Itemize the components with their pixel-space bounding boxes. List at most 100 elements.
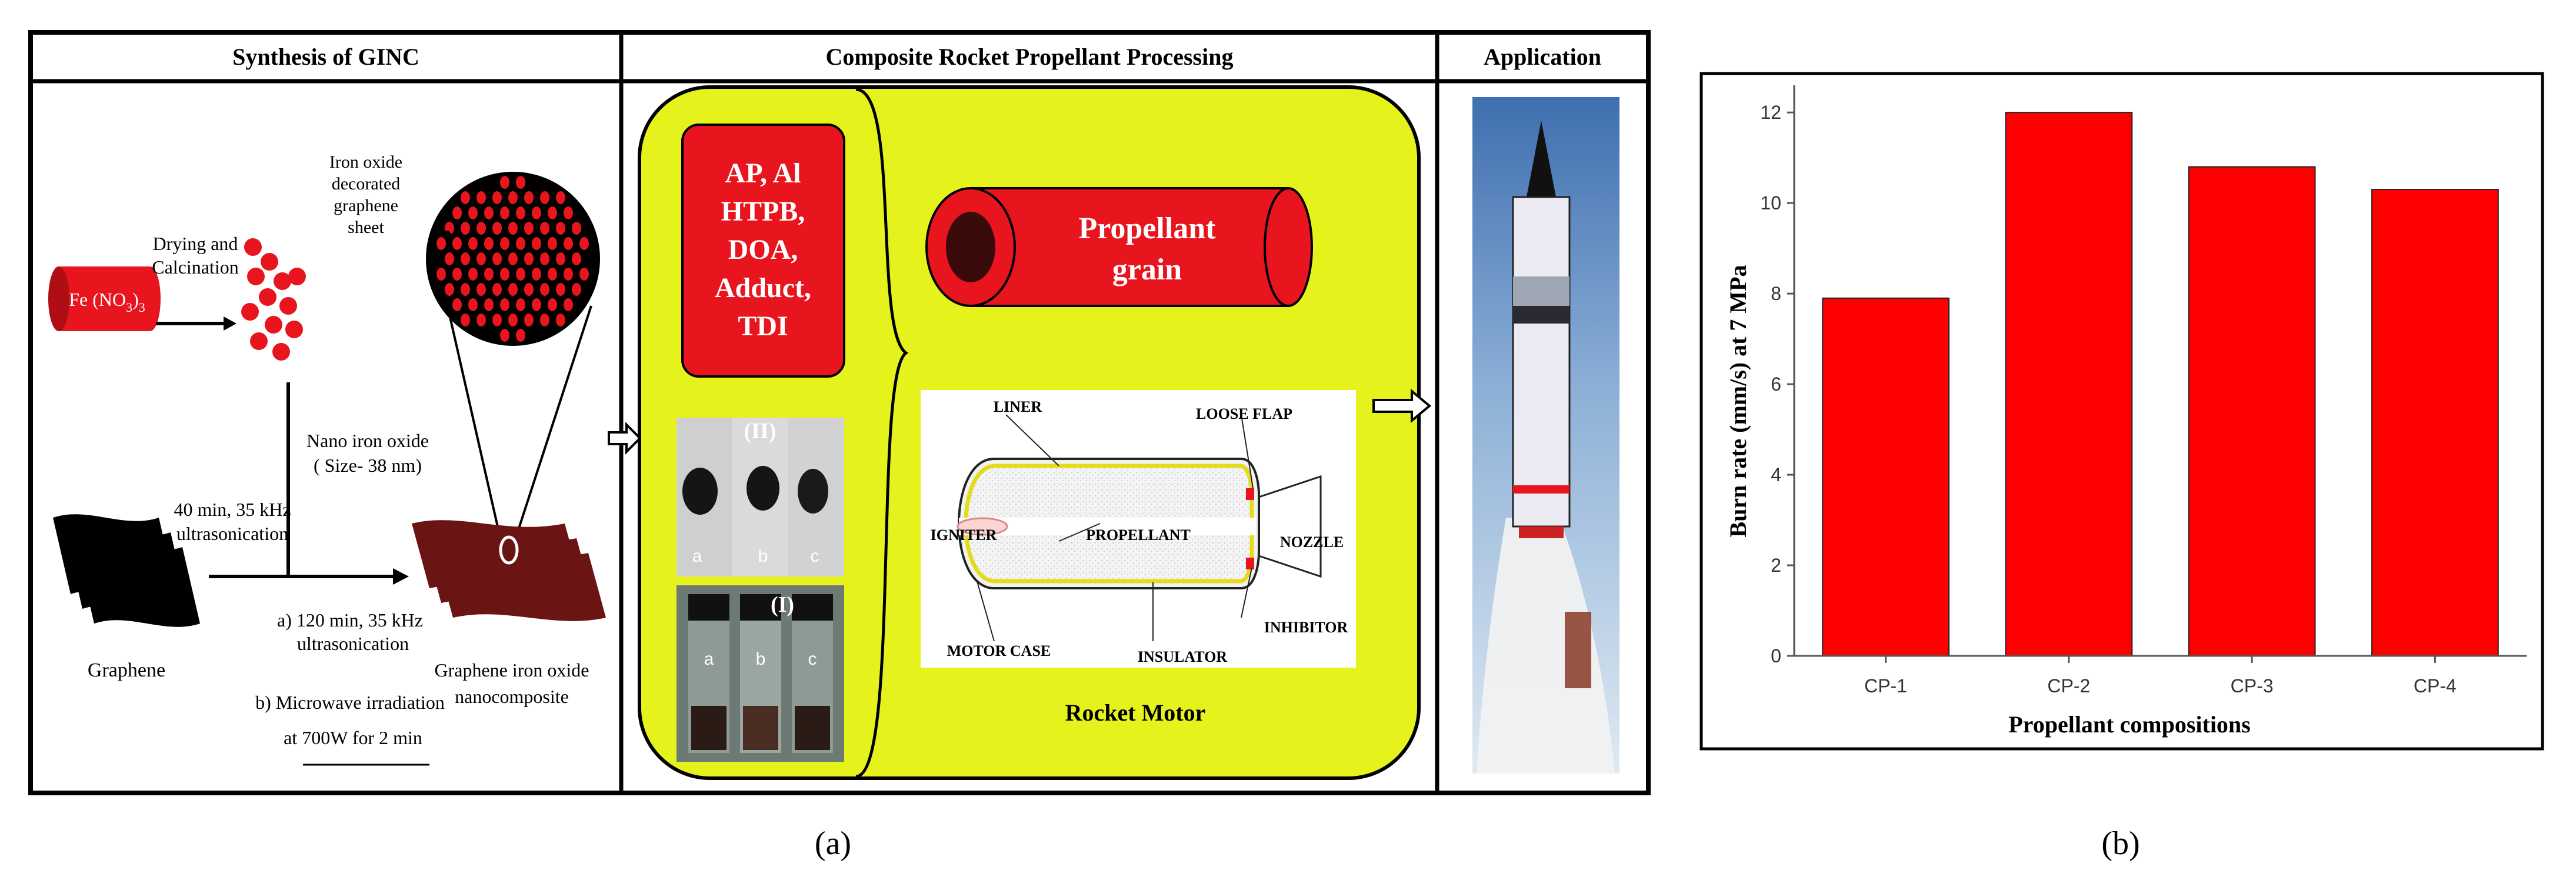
magnified-nanoparticle — [579, 268, 589, 281]
ultra-label-2: ultrasonication — [176, 523, 288, 544]
photo2-sample-b: b — [758, 546, 768, 566]
bar-cp-4 — [2371, 189, 2499, 657]
magnified-nanoparticle — [540, 314, 549, 326]
magnified-nanoparticle — [500, 268, 509, 281]
magnified-nanoparticle — [492, 252, 502, 265]
rocket-motor-schematic: LINER LOOSE FLAP IGNITER PROPELLANT NOZZ… — [921, 390, 1356, 668]
chart-y-label: Burn rate (mm/s) at 7 MPa — [1725, 265, 1751, 537]
step-b-label-1: b) Microwave irradiation — [255, 692, 445, 713]
magnified-nanoparticle — [572, 283, 581, 296]
chart-x-label: Propellant compositions — [2008, 711, 2251, 738]
gio-label-1: Graphene iron oxide — [434, 659, 589, 681]
zoom-line-right — [511, 305, 592, 551]
y-tick-label: 4 — [1771, 464, 1781, 485]
magnified-nanoparticle — [556, 252, 565, 265]
magnified-nanoparticle — [492, 191, 502, 204]
magnified-nanoparticle — [508, 314, 518, 326]
step-a-label-2: ultrasonication — [297, 633, 409, 654]
magnified-nanoparticle — [476, 283, 486, 296]
magnified-nanoparticle — [476, 252, 486, 265]
magnified-nanoparticle — [436, 237, 446, 250]
x-tick-label: CP-3 — [2231, 675, 2274, 696]
magnified-nanoparticle — [564, 268, 573, 281]
processing-brace — [855, 88, 909, 778]
magnified-nanoparticle — [500, 329, 509, 342]
magnified-nanoparticle — [445, 283, 454, 296]
magnified-nanoparticle — [484, 298, 494, 311]
part-nozzle: NOZZLE — [1280, 534, 1344, 551]
magnified-nanoparticle — [564, 298, 573, 311]
arrow-to-calcination-head — [224, 316, 236, 331]
magnified-nanoparticle — [492, 283, 502, 296]
decorated-label-2: decorated — [332, 174, 401, 194]
magnified-nanoparticle — [524, 252, 534, 265]
ingredient-2: HTPB, — [721, 196, 805, 227]
bar-cp-1 — [1822, 297, 1950, 657]
magnified-nanoparticle — [516, 268, 525, 281]
magnified-nanoparticle — [508, 191, 518, 204]
magnified-nanoparticle — [556, 283, 565, 296]
panel-a-label: (a) — [815, 825, 851, 862]
arrow-to-nanocomposite-head — [393, 568, 409, 585]
y-tick-label: 12 — [1760, 102, 1781, 123]
nano-label-1: Nano iron oxide — [306, 430, 429, 451]
part-igniter: IGNITER — [931, 526, 997, 544]
fe-nitrate-cylinder: Fe (NO3)3 — [48, 266, 161, 331]
magnified-nanoparticle — [452, 237, 462, 250]
magnified-nanoparticle — [492, 222, 502, 235]
ingredients-box — [681, 124, 845, 378]
y-tick-label: 6 — [1771, 374, 1781, 395]
magnified-nanoparticle — [508, 222, 518, 235]
ingredient-5: TDI — [738, 311, 788, 342]
y-tick-label: 10 — [1760, 192, 1781, 214]
magnified-nanoparticle — [500, 176, 509, 189]
drying-label-2: Calcination — [152, 256, 239, 278]
photo-samples-I: (I) a b c — [677, 585, 844, 762]
magnified-nanoparticles — [436, 176, 589, 342]
nano-label-2: ( Size- 38 nm) — [314, 455, 422, 476]
decorated-label-1: Iron oxide — [329, 152, 402, 172]
magnified-nanoparticle — [532, 268, 541, 281]
ultra-label-1: 40 min, 35 kHz — [174, 499, 291, 520]
header-synthesis: Synthesis of GINC — [232, 44, 419, 70]
y-tick-label: 8 — [1771, 283, 1781, 304]
magnified-nanoparticle — [548, 237, 557, 250]
nanocomposite-highlight-ring — [499, 535, 519, 565]
photo1-label: (I) — [771, 592, 794, 617]
magnified-nanoparticle — [476, 222, 486, 235]
part-loose-flap: LOOSE FLAP — [1196, 405, 1292, 422]
part-liner: LINER — [994, 398, 1042, 415]
step-b-label-2: at 700W for 2 min — [284, 727, 422, 748]
part-propellant: PROPELLANT — [1086, 526, 1191, 544]
magnified-nanoparticle — [452, 298, 462, 311]
x-tick-label: CP-2 — [2047, 675, 2090, 696]
y-tick-label: 2 — [1771, 555, 1781, 576]
magnified-nanoparticle — [436, 268, 446, 281]
nanocomposite-sheets — [412, 520, 606, 621]
photo-samples-II: (II) a b c — [677, 418, 844, 576]
gio-label-2: nanocomposite — [455, 686, 569, 707]
magnified-nanoparticle — [461, 283, 470, 296]
bar-cp-3 — [2188, 166, 2316, 657]
magnified-nanoparticle — [532, 237, 541, 250]
y-tick-label: 0 — [1771, 645, 1781, 666]
magnified-nanoparticle — [516, 329, 525, 342]
header-processing: Composite Rocket Propellant Processing — [826, 44, 1234, 70]
propellant-grain: Propellant grain — [925, 187, 1313, 307]
magnified-nanoparticle — [484, 268, 494, 281]
chart-bars — [1822, 112, 2499, 657]
panel-b-label: (b) — [2101, 825, 2140, 862]
ingredient-4: Adduct, — [715, 272, 811, 304]
magnified-nanoparticle — [461, 314, 470, 326]
magnified-nanoparticle — [484, 206, 494, 219]
magnified-nanoparticle — [476, 191, 486, 204]
x-tick-label: CP-1 — [1864, 675, 1907, 696]
graphene-label: Graphene — [88, 659, 165, 681]
magnified-nanoparticle — [572, 222, 581, 235]
magnified-nanoparticle — [540, 252, 549, 265]
magnified-nanoparticle — [548, 206, 557, 219]
magnified-nanoparticle — [548, 298, 557, 311]
